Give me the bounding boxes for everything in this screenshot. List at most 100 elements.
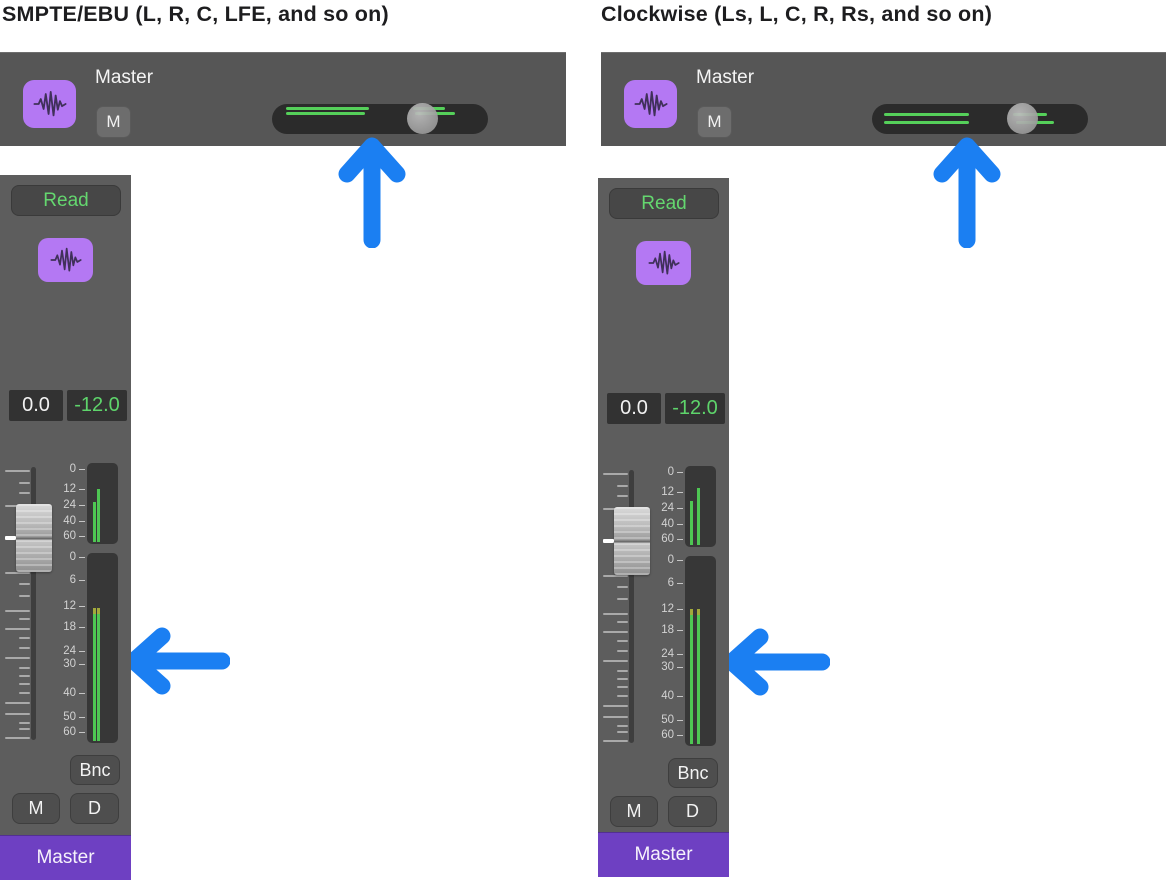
- track-header-clockwise: Master M: [601, 52, 1166, 146]
- fader-tick: [617, 731, 628, 733]
- mute-button[interactable]: M: [96, 106, 131, 138]
- fader-tick: [617, 695, 628, 697]
- mute-button[interactable]: M: [12, 793, 60, 824]
- fader-tick: [5, 572, 30, 574]
- automation-read-button[interactable]: Read: [609, 188, 719, 219]
- fader-tick: [603, 473, 628, 475]
- meter-level-bar: [97, 608, 100, 741]
- arrow-up-icon: [933, 137, 1001, 248]
- fader-tick: [603, 613, 628, 615]
- fader-tick: [5, 737, 30, 739]
- channel-name-label[interactable]: Master: [598, 832, 729, 877]
- fader-tick: [5, 470, 30, 472]
- fader-tick: [617, 725, 628, 727]
- fader-tick: [5, 628, 30, 630]
- meter-scale-label: 0: [45, 551, 85, 563]
- volume-slider-knob[interactable]: [407, 103, 438, 134]
- volume-fader[interactable]: [614, 507, 650, 575]
- panel-title-smpte: SMPTE/EBU (L, R, C, LFE, and so on): [2, 2, 389, 26]
- dim-button[interactable]: D: [668, 796, 717, 827]
- fader-tick: [5, 713, 30, 715]
- meter-scale-label: 40: [45, 687, 85, 699]
- meter-scale-label: 12: [45, 600, 85, 612]
- fader-tick: [5, 702, 30, 704]
- fader-tick: [19, 675, 30, 677]
- track-name: Master: [696, 67, 755, 88]
- volume-value[interactable]: 0.0: [9, 390, 63, 421]
- waveform-icon[interactable]: [38, 238, 93, 282]
- fader-track: [31, 467, 36, 740]
- fader-tick: [603, 740, 628, 742]
- meter-scale-label: 18: [45, 621, 85, 633]
- fader-tick: [19, 722, 30, 724]
- bounce-button[interactable]: Bnc: [70, 755, 120, 785]
- volume-slider[interactable]: [872, 103, 1088, 134]
- meter-scale-label: 12: [643, 486, 683, 498]
- meter-scale-label: 6: [45, 574, 85, 586]
- fader-tick: [617, 586, 628, 588]
- pre-fader-meter: [87, 463, 118, 544]
- meter-scale-label: 30: [643, 661, 683, 673]
- arrow-left-icon: [723, 628, 830, 696]
- fader-tick: [19, 482, 30, 484]
- fader-tick: [617, 495, 628, 497]
- fader-tick: [19, 647, 30, 649]
- bounce-button[interactable]: Bnc: [668, 758, 718, 788]
- fader-tick: [617, 621, 628, 623]
- fader-tick: [19, 492, 30, 494]
- automation-read-button[interactable]: Read: [11, 185, 121, 216]
- fader-tick: [617, 686, 628, 688]
- arrow-up-icon: [338, 137, 406, 248]
- slider-level-line: [286, 112, 365, 115]
- mute-button[interactable]: M: [610, 796, 658, 827]
- fader-tick: [603, 575, 628, 577]
- waveform-icon[interactable]: [23, 80, 76, 128]
- channel-name-label[interactable]: Master: [0, 835, 131, 880]
- meter-level-bar: [93, 608, 96, 741]
- fader-tick: [19, 583, 30, 585]
- fader-tick: [19, 637, 30, 639]
- waveform-glyph: [633, 91, 668, 117]
- meter-scale-label: 40: [643, 518, 683, 530]
- peak-level-value[interactable]: -12.0: [665, 393, 725, 424]
- fader-tick: [617, 650, 628, 652]
- peak-tip: [697, 609, 700, 616]
- volume-value[interactable]: 0.0: [607, 393, 661, 424]
- meter-scale-label: 30: [45, 658, 85, 670]
- peak-tip: [93, 608, 96, 614]
- meter-level-bar: [697, 609, 700, 744]
- meter-scale-label: 12: [643, 603, 683, 615]
- meter-scale-label: 24: [45, 645, 85, 657]
- meter-scale-label: 24: [45, 499, 85, 511]
- peak-level-value[interactable]: -12.0: [67, 390, 127, 421]
- dim-button[interactable]: D: [70, 793, 119, 824]
- main-level-meter: [87, 553, 118, 743]
- track-name: Master: [95, 67, 154, 88]
- meter-scale-label: 60: [45, 726, 85, 738]
- fader-tick: [603, 631, 628, 633]
- waveform-icon[interactable]: [636, 241, 691, 285]
- fader-tick: [617, 640, 628, 642]
- meter-scale-label: 0: [643, 554, 683, 566]
- volume-fader[interactable]: [16, 504, 52, 572]
- meter-level-bar: [690, 501, 693, 545]
- meter-scale-label: 40: [45, 515, 85, 527]
- fader-track: [629, 470, 634, 743]
- fader-tick: [603, 660, 628, 662]
- waveform-icon[interactable]: [624, 80, 677, 128]
- volume-slider[interactable]: [272, 103, 488, 134]
- fader-position-tick: [603, 539, 614, 542]
- meter-scale-label: 60: [643, 533, 683, 545]
- fader-tick: [617, 598, 628, 600]
- waveform-glyph: [49, 247, 82, 272]
- meter-level-bar: [690, 609, 693, 744]
- peak-tip: [690, 609, 693, 616]
- mute-button[interactable]: M: [697, 106, 732, 138]
- meter-scale-label: 24: [643, 648, 683, 660]
- volume-slider-knob[interactable]: [1007, 103, 1038, 134]
- meter-scale-label: 12: [45, 483, 85, 495]
- meter-scale-label: 0: [45, 463, 85, 475]
- meter-scale-label: 60: [643, 729, 683, 741]
